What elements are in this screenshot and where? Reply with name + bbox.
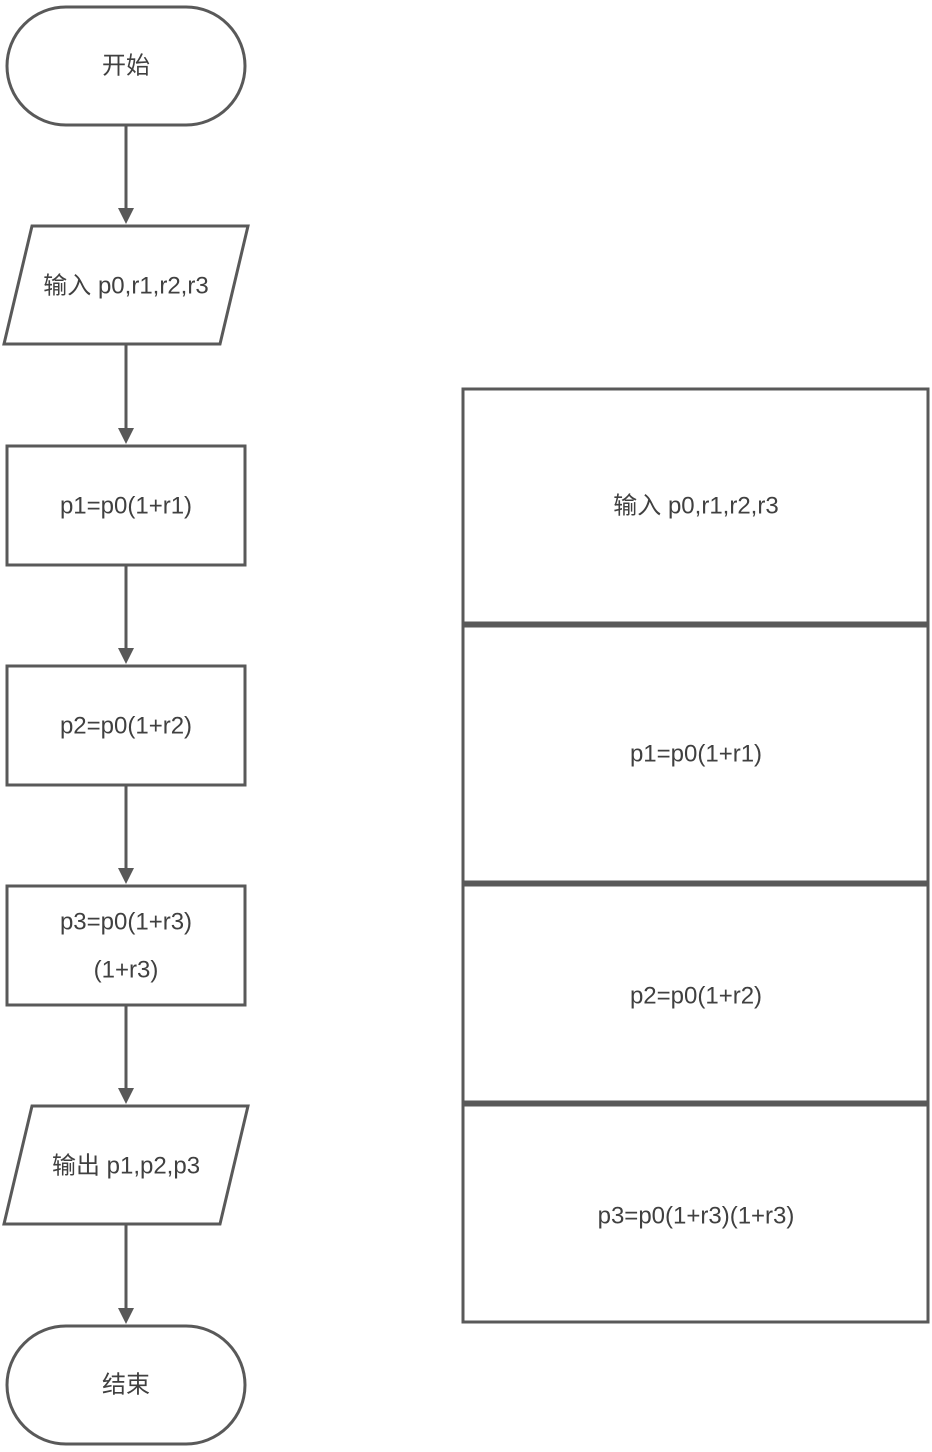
process-step-1: p1=p0(1+r1) — [5, 444, 247, 567]
structure-block-step2-label: p2=p0(1+r2) — [630, 983, 762, 1010]
arrow-input-to-step1 — [118, 344, 134, 444]
structure-block-input: 输入 p0,r1,r2,r3 — [461, 387, 930, 625]
arrow-step1-to-step2 — [118, 565, 134, 664]
arrow-step2-to-step3 — [118, 785, 134, 884]
structure-block-step1-shape — [461, 624, 930, 884]
process-step-2-shape — [5, 664, 247, 787]
structure-block-step3: p3=p0(1+r3)(1+r3) — [461, 1103, 930, 1324]
structure-block-step2-shape — [461, 883, 930, 1104]
structure-block-input-shape — [461, 387, 930, 625]
structure-block-step3-label: p3=p0(1+r3)(1+r3) — [598, 1203, 795, 1230]
structure-block-input-label: 输入 p0,r1,r2,r3 — [613, 493, 778, 520]
process-step-3-label-line2: (1+r3) — [94, 957, 159, 984]
process-step-3: p3=p0(1+r3) (1+r3) — [5, 884, 247, 1007]
process-step-2-label: p2=p0(1+r2) — [60, 713, 192, 740]
output-node: 输出 p1,p2,p3 — [2, 1104, 250, 1226]
output-node-shape — [2, 1104, 250, 1226]
process-step-1-shape — [5, 444, 247, 567]
arrow-output-to-end — [118, 1224, 134, 1324]
structure-block-step3-shape — [461, 1103, 930, 1324]
structure-block-step1: p1=p0(1+r1) — [461, 624, 930, 884]
process-step-2: p2=p0(1+r2) — [5, 664, 247, 787]
input-node-label: 输入 p0,r1,r2,r3 — [43, 273, 208, 300]
end-terminal-shape — [5, 1324, 247, 1446]
structure-block-step2: p2=p0(1+r2) — [461, 883, 930, 1104]
start-terminal: 开始 — [5, 5, 247, 127]
input-node: 输入 p0,r1,r2,r3 — [2, 224, 250, 346]
process-step-3-shape — [5, 884, 247, 1007]
arrow-step3-to-output — [118, 1005, 134, 1104]
input-node-shape — [2, 224, 250, 346]
structure-diagram: 输入 p0,r1,r2,r3 p1=p0(1+r1) p2=p0(1+r2) p… — [461, 387, 930, 1324]
output-node-label: 输出 p1,p2,p3 — [52, 1153, 200, 1180]
end-terminal: 结束 — [5, 1324, 247, 1446]
arrow-start-to-input — [118, 125, 134, 224]
flowchart: 开始 输入 p0,r1,r2,r3 p1=p0(1+r1) — [2, 5, 250, 1446]
process-step-3-label-line1: p3=p0(1+r3) — [60, 909, 192, 936]
start-terminal-label: 开始 — [102, 53, 150, 80]
end-terminal-label: 结束 — [102, 1372, 150, 1399]
process-step-1-label: p1=p0(1+r1) — [60, 493, 192, 520]
structure-block-step1-label: p1=p0(1+r1) — [630, 741, 762, 768]
